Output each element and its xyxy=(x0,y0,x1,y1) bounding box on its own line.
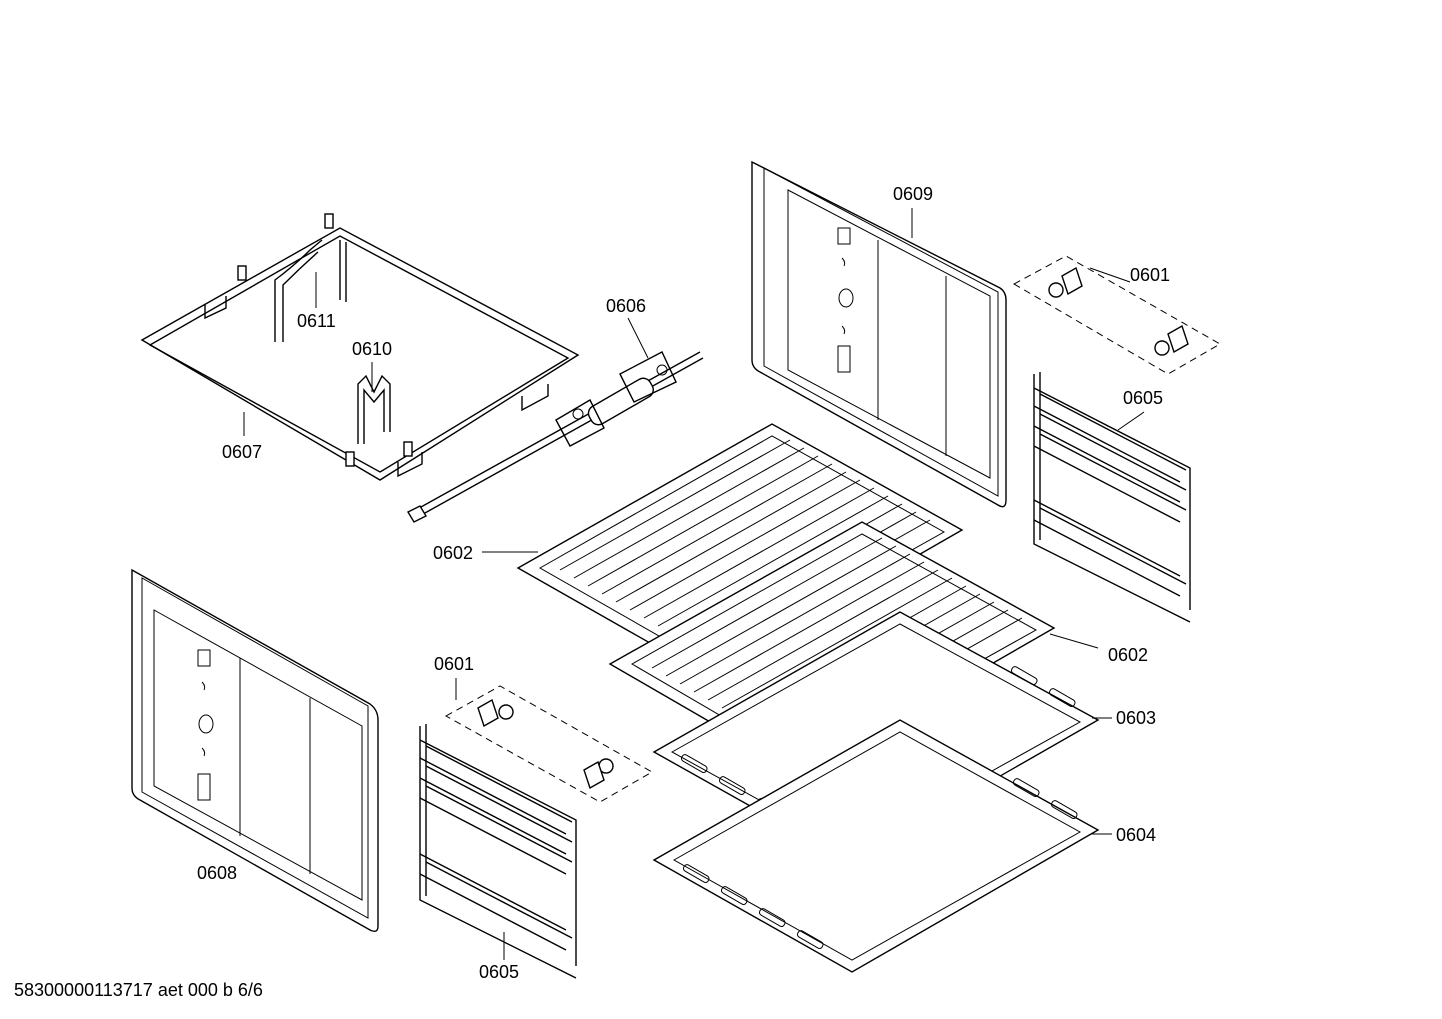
label-0608: 0608 xyxy=(197,863,237,883)
label-0605-top: 0605 xyxy=(1123,388,1163,408)
label-0601-bottom: 0601 xyxy=(434,654,474,674)
part-0607-wire-frame xyxy=(140,213,580,481)
label-0610: 0610 xyxy=(352,339,392,359)
leader-lines xyxy=(243,208,1145,960)
part-0606-rotisserie-spit xyxy=(407,351,704,523)
label-0603: 0603 xyxy=(1116,708,1156,728)
label-0607: 0607 xyxy=(222,442,262,462)
document-id: 58300000113717 aet 000 b 6/6 xyxy=(14,980,263,1000)
label-0602-lower: 0602 xyxy=(1108,645,1148,665)
label-0606: 0606 xyxy=(606,296,646,316)
label-0601-top: 0601 xyxy=(1130,265,1170,285)
part-0609-side-panel xyxy=(751,160,1007,508)
part-0608-side-panel xyxy=(131,568,379,933)
part-0604-deep-tray xyxy=(652,719,1100,973)
label-0602-upper: 0602 xyxy=(433,543,473,563)
part-0601-top-catch-set xyxy=(1012,255,1222,375)
part-0605-bottom-shelf-runner xyxy=(419,724,577,979)
label-0611: 0611 xyxy=(297,311,336,331)
part-0605-top-shelf-runner xyxy=(1033,372,1191,623)
part-0601-bottom-catch-set xyxy=(444,685,654,803)
label-0605-bottom: 0605 xyxy=(479,962,519,982)
label-0604: 0604 xyxy=(1116,825,1156,845)
part-0610-spit-fork xyxy=(357,374,391,444)
label-0609: 0609 xyxy=(893,184,933,204)
